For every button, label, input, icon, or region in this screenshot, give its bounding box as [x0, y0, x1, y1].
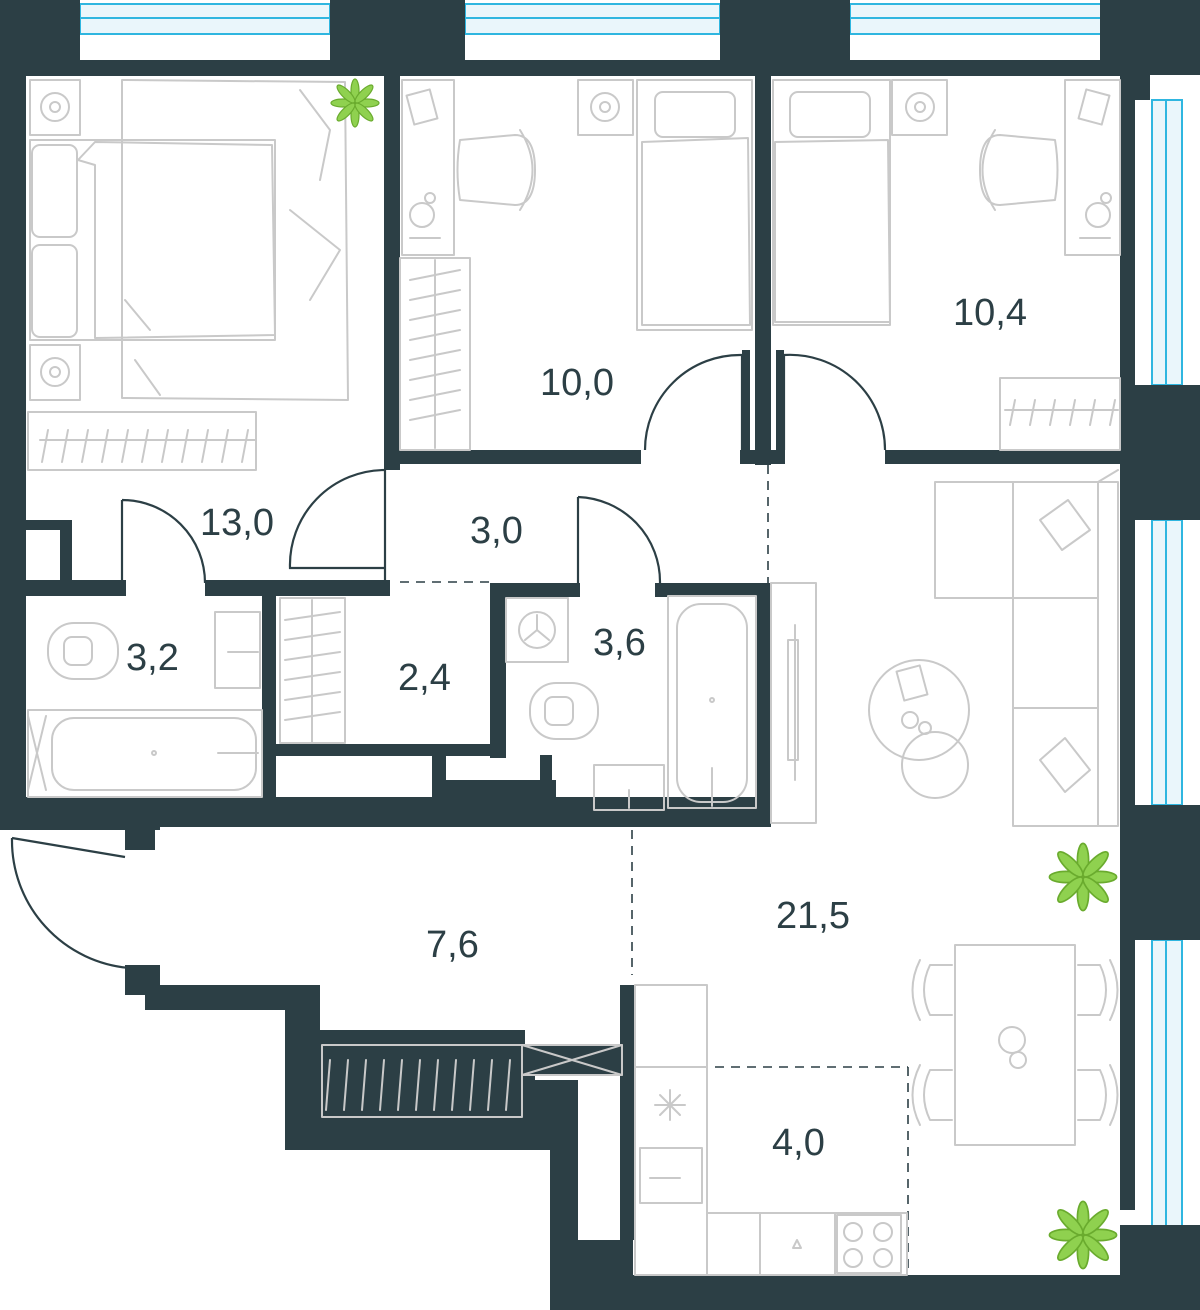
chair-icon: [979, 129, 1059, 211]
door-swing-icon: [643, 353, 744, 451]
coffee-table-icon: [868, 659, 970, 761]
right-bedroom-furniture: [772, 79, 1121, 451]
door-swing-icon: [782, 353, 887, 451]
entrance-kitchen-furniture: [321, 984, 908, 1276]
master-bedroom-furniture: [27, 79, 349, 471]
doors: [10, 353, 887, 970]
chair-icon: [911, 959, 953, 1021]
toilet-icon: [47, 622, 119, 680]
plant-icon: [1048, 1200, 1118, 1270]
nightstand-icon: [891, 79, 948, 136]
tv-unit-icon: [770, 582, 817, 824]
shelving-icon: [279, 597, 346, 744]
kitchen-counter-icon: [634, 1066, 708, 1276]
bathtub-icon: [27, 709, 263, 798]
plant-icon: [1048, 842, 1118, 912]
chair-icon: [1077, 1064, 1119, 1126]
area-bedroom-right: 10,4: [953, 292, 1027, 334]
desk-icon: [1064, 79, 1121, 256]
sink-icon: [593, 764, 665, 811]
nightstand-icon: [29, 344, 81, 401]
sink-icon: [214, 611, 261, 689]
bathroom-left-furniture: [27, 611, 263, 798]
area-entrance-hall: 7,6: [426, 924, 479, 966]
wardrobe-room-furniture: [279, 597, 346, 744]
rug-icon: [121, 79, 349, 401]
area-bathroom-middle: 3,6: [593, 622, 646, 664]
windows: [79, 3, 1183, 1231]
dresser-icon: [999, 377, 1121, 451]
area-wardrobe: 2,4: [398, 657, 451, 699]
chair-icon: [1077, 959, 1119, 1021]
shoe-rack-icon: [321, 1044, 523, 1118]
living-room-furniture: [770, 469, 1119, 1146]
washing-machine-icon: [505, 597, 569, 663]
door-swing-icon: [576, 495, 662, 584]
area-labels: 13,0 10,0 10,4 3,0 3,2 2,4 3,6 7,6 21,5 …: [126, 292, 1027, 1164]
area-bedroom-middle: 10,0: [540, 362, 614, 404]
dining-table-icon: [954, 944, 1076, 1146]
nightstand-icon: [577, 79, 634, 136]
closet-icon: [521, 1044, 623, 1076]
plant-icon: [330, 78, 380, 128]
door-swing-icon: [120, 498, 207, 584]
door-swing-icon: [288, 468, 387, 580]
toilet-icon: [529, 682, 599, 740]
bed-icon: [772, 79, 891, 326]
area-living-room: 21,5: [776, 895, 850, 937]
fridge-icon: [634, 984, 708, 1068]
sofa-icon: [934, 481, 1119, 827]
zone-lines: [400, 465, 909, 1275]
area-bathroom-left: 3,2: [126, 637, 179, 679]
stove-icon: [836, 1214, 902, 1274]
chair-icon: [911, 1064, 953, 1126]
middle-bedroom-furniture: [399, 79, 753, 451]
bathroom-middle-furniture: [505, 595, 757, 811]
nightstand-icon: [29, 79, 81, 136]
area-kitchen: 4,0: [772, 1122, 825, 1164]
bed-icon: [636, 79, 753, 331]
door-swing-icon: [10, 836, 131, 970]
area-bedroom-master: 13,0: [200, 502, 274, 544]
bed-icon: [29, 139, 276, 341]
wardrobe-icon: [399, 257, 471, 451]
chair-icon: [456, 129, 536, 211]
bathtub-icon: [667, 595, 757, 809]
sink-icon: [639, 1147, 703, 1204]
area-hall-corridor: 3,0: [470, 510, 523, 552]
desk-icon: [401, 79, 455, 256]
